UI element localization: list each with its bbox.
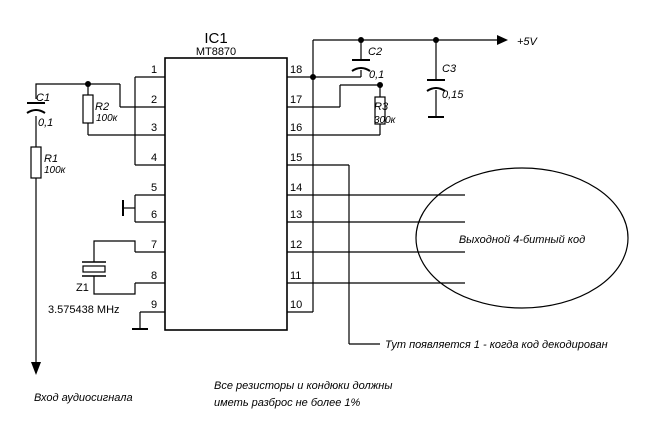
pin-label-16: 16 (290, 122, 302, 134)
capacitor-c2 (351, 59, 371, 72)
ground-pins-5-6 (122, 195, 136, 222)
c3-value: 0,15 (442, 89, 464, 101)
pin-label-17: 17 (290, 94, 302, 106)
junction-dot (377, 82, 383, 88)
input-network (35, 77, 136, 362)
ic-model: MT8870 (196, 46, 236, 58)
audio-input-label: Вход аудиосигнала (34, 392, 133, 404)
r1-value: 100к (44, 165, 67, 176)
junction-dot (358, 37, 364, 43)
crystal-z1 (82, 240, 136, 295)
resistor-r2 (82, 94, 94, 124)
pin-label-7: 7 (151, 239, 157, 251)
z1-frequency: 3.575438 MHz (48, 304, 120, 316)
pin-label-5: 5 (151, 182, 157, 194)
r2-value: 100к (96, 113, 119, 124)
r3-name: R3 (374, 101, 389, 113)
left-pin-stubs (88, 76, 165, 313)
junction-dot (310, 74, 316, 80)
pin-label-15: 15 (290, 152, 302, 164)
tolerance-note-line1: Все резисторы и кондюки должны (214, 380, 392, 392)
capacitor-c1 (26, 102, 46, 114)
c2-name: C2 (368, 46, 382, 58)
z1-name: Z1 (76, 282, 89, 294)
right-pin-stubs (287, 76, 465, 313)
decoded-note: Тут появляется 1 - когда код декодирован (385, 339, 608, 351)
pin-label-2: 2 (151, 94, 157, 106)
pin-label-14: 14 (290, 182, 302, 194)
r2-name: R2 (95, 101, 109, 113)
supply-label: +5V (517, 36, 539, 48)
pin-label-11: 11 (290, 270, 301, 282)
pin-label-4: 4 (151, 152, 157, 164)
r1-name: R1 (44, 153, 58, 165)
pin-label-9: 9 (151, 299, 157, 311)
supply-arrow-icon (497, 35, 508, 45)
ic-body (164, 57, 288, 331)
pin-label-6: 6 (151, 209, 157, 221)
output-code-ellipse (415, 167, 629, 309)
pin-label-8: 8 (151, 270, 157, 282)
std-line (348, 165, 380, 345)
capacitor-c3 (426, 79, 446, 92)
resistor-r1 (30, 146, 42, 179)
ic-name: IC1 (204, 30, 227, 47)
pin-label-3: 3 (151, 122, 157, 134)
tolerance-note-line2: иметь разброс не более 1% (214, 397, 361, 409)
c1-value: 0,1 (38, 117, 53, 129)
pin-label-13: 13 (290, 209, 302, 221)
c2-value: 0,1 (369, 69, 384, 81)
pin-label-18: 18 (290, 64, 302, 76)
c3-name: C3 (442, 63, 457, 75)
pin-label-12: 12 (290, 239, 302, 251)
ground-pin-9 (132, 312, 148, 330)
pin-label-1: 1 (151, 64, 157, 76)
junction-dot (433, 37, 439, 43)
c1-name: C1 (36, 92, 50, 104)
input-arrow-icon (31, 362, 41, 375)
r3-value: 300к (374, 115, 397, 126)
junction-dot (85, 81, 91, 87)
pin-label-10: 10 (290, 299, 302, 311)
resistor-r3 (374, 96, 386, 125)
supply-network (312, 39, 497, 312)
output-code-label: Выходной 4-битный код (459, 234, 585, 246)
